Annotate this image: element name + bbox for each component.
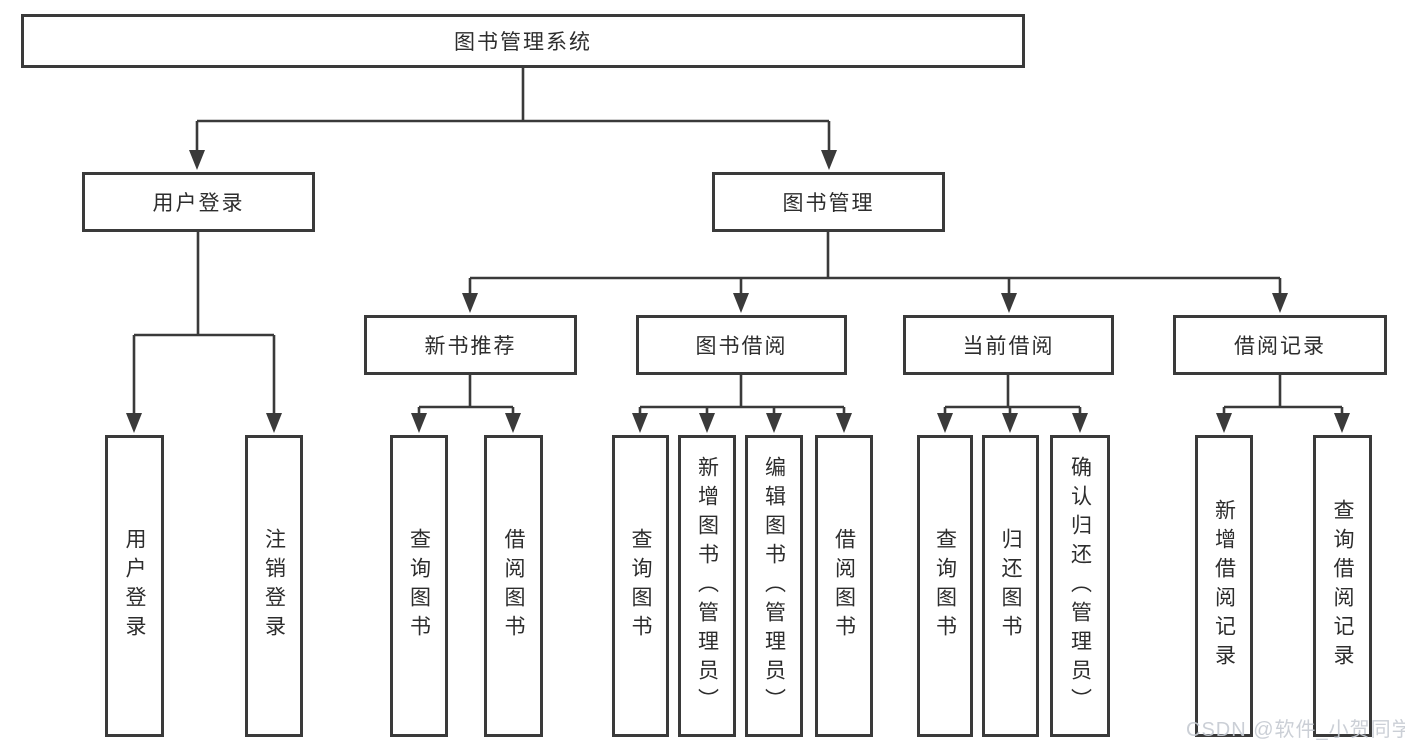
- node-book-borrowing: 图书借阅: [636, 315, 847, 375]
- leaf-user-login: 用户登录: [105, 435, 164, 737]
- node-root-library-system: 图书管理系统: [21, 14, 1025, 68]
- leaf-add-book-admin: 新增图书（管理员）: [678, 435, 736, 737]
- node-user-login: 用户登录: [82, 172, 315, 232]
- leaf-borrow-books: 借阅图书: [815, 435, 873, 737]
- leaf-edit-book-admin: 编辑图书（管理员）: [745, 435, 803, 737]
- leaf-query-borrow-record: 查询借阅记录: [1313, 435, 1372, 737]
- leaf-query-books-borrowing: 查询图书: [612, 435, 669, 737]
- leaf-logout: 注销登录: [245, 435, 303, 737]
- leaf-query-books-recommend: 查询图书: [390, 435, 448, 737]
- node-current-borrowing: 当前借阅: [903, 315, 1114, 375]
- node-new-book-recommend: 新书推荐: [364, 315, 577, 375]
- leaf-borrow-books-recommend: 借阅图书: [484, 435, 543, 737]
- csdn-watermark: CSDN @软件_小贺同学: [1186, 719, 1405, 741]
- node-book-management: 图书管理: [712, 172, 945, 232]
- leaf-query-books-current: 查询图书: [917, 435, 973, 737]
- leaf-confirm-return-admin: 确认归还（管理员）: [1050, 435, 1110, 737]
- node-borrowing-records: 借阅记录: [1173, 315, 1387, 375]
- leaf-return-book: 归还图书: [982, 435, 1039, 737]
- leaf-add-borrow-record: 新增借阅记录: [1195, 435, 1253, 737]
